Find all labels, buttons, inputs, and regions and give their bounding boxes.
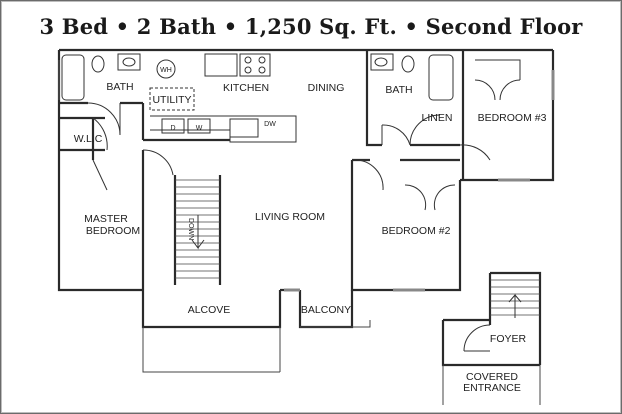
alcove-label: ALCOVE	[188, 304, 231, 316]
dryer-label: D	[170, 125, 175, 132]
master-label-line1: MASTER	[84, 213, 128, 225]
bedroom3-label: BEDROOM #3	[478, 112, 547, 124]
living-room-label: LIVING ROOM	[255, 211, 325, 223]
balcony-label: BALCONY	[301, 304, 351, 316]
floor-plan-title: 3 Bed • 2 Bath • 1,250 Sq. Ft. • Second …	[39, 14, 583, 39]
dishwasher-label: DW	[264, 121, 276, 128]
linen-label: LINEN	[422, 112, 453, 124]
covered-entrance-line2: ENTRANCE	[463, 382, 521, 394]
bath-left-label: BATH	[106, 81, 133, 93]
utility-label: UTILITY	[152, 94, 191, 106]
washer-label: W	[196, 125, 203, 132]
kitchen-label: KITCHEN	[223, 82, 269, 94]
wh-label: WH	[160, 67, 172, 74]
master-label-line2: BEDROOM	[86, 225, 140, 237]
foyer-label: FOYER	[490, 333, 527, 345]
covered-entrance-line1: COVERED	[466, 371, 518, 383]
bath-right-label: BATH	[385, 84, 412, 96]
wlc-label: W.L.C	[74, 133, 103, 145]
dining-label: DINING	[308, 82, 345, 94]
bedroom2-label: BEDROOM #2	[382, 225, 451, 237]
down-label: DOWN	[187, 218, 194, 240]
